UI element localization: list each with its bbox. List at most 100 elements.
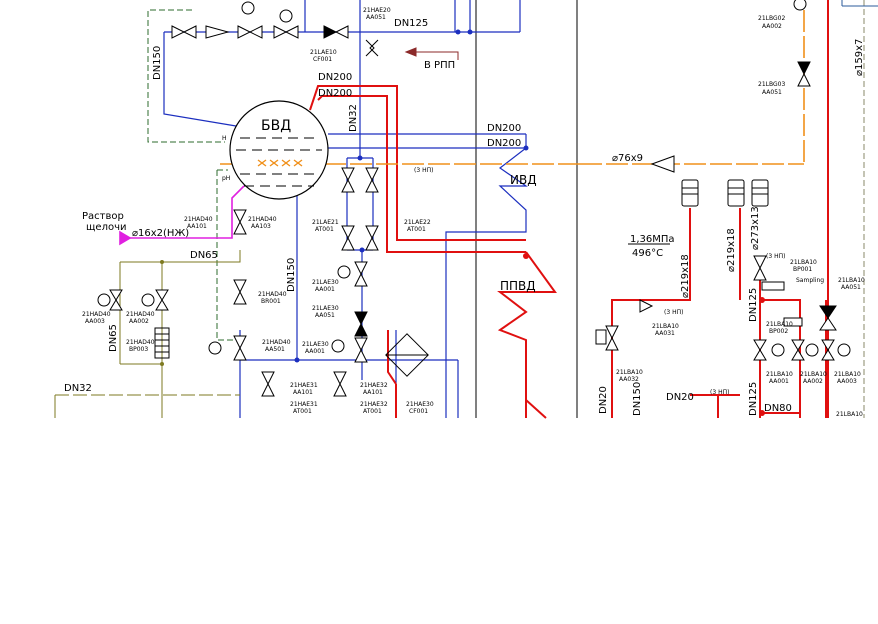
valve-h4 [109, 289, 123, 311]
tag: AA051 [762, 89, 782, 96]
valve-lbg03 [797, 61, 811, 87]
tag: AA003 [837, 378, 857, 385]
tag: 21LAE21 [312, 219, 339, 226]
label-dn150-left: DN150 [152, 46, 163, 80]
tag: AA002 [762, 23, 782, 30]
label-dn32-bottom: DN32 [64, 383, 92, 394]
tag: 21HAD40 [82, 311, 111, 318]
tag: AA031 [655, 330, 675, 337]
valve-h5 [155, 289, 169, 311]
tag: AA032 [619, 376, 639, 383]
pipe-labels: DN150 DN125 DN200 DN200 DN32 DN200 DN200… [64, 18, 865, 416]
junction-dots [160, 29, 765, 416]
tag: 21HAE20 [363, 7, 391, 14]
tag: BR001 [261, 298, 281, 305]
label-ppvd: ППВД [500, 279, 536, 293]
tag: 21HAE31 [290, 401, 318, 408]
valve-r7 [753, 255, 767, 281]
tag: 21LBA10 [836, 411, 863, 418]
valves [109, 25, 837, 397]
tag: AA051 [315, 312, 335, 319]
tag: 21HAD40 [262, 339, 291, 346]
tag: AA501 [265, 346, 285, 353]
tag: AA051 [841, 284, 861, 291]
valve-top-3 [237, 25, 263, 39]
valve-r1 [605, 325, 619, 351]
label-dn65-vertical: DN65 [108, 324, 119, 352]
label-alkali-1: Раствор [82, 211, 124, 222]
tag: AA103 [251, 223, 271, 230]
blue-pipes [163, 0, 528, 418]
tag: 21HAD40 [126, 339, 155, 346]
vessel-label: БВД [261, 118, 291, 134]
valve-b1 [261, 371, 275, 397]
tag: 21LBA10 [766, 371, 793, 378]
valve-v4 [365, 225, 379, 251]
tag: 21LBG03 [758, 81, 785, 88]
label-pipe-219x18-b: ⌀219x18 [726, 228, 737, 272]
label-dn32-vertical: DN32 [348, 104, 359, 132]
label-scheme-ref-b: (3 НП) [664, 309, 683, 316]
valve-r5 [821, 339, 835, 361]
tag: AA001 [305, 348, 325, 355]
tag: 21LBA10 [652, 323, 679, 330]
tag: AA003 [85, 318, 105, 325]
tag: 21LBG02 [758, 15, 785, 22]
label-dn20-a: DN20 [598, 386, 609, 414]
vessel-bvd: БВД H pH [222, 100, 329, 200]
vessel-tag-h: H [222, 135, 227, 142]
valve-h1 [233, 209, 247, 235]
tag: BP001 [793, 266, 812, 273]
tag: CF001 [409, 408, 428, 415]
orifices [154, 39, 429, 377]
tag: 21LBA10 [838, 277, 865, 284]
tag: 21LBA10 [766, 321, 793, 328]
label-dn200-a: DN200 [318, 72, 352, 83]
label-dn20-b: DN20 [666, 392, 694, 403]
green-dashed-loop [147, 9, 240, 341]
tag: 21LAE10 [310, 49, 337, 56]
label-dn125-right-a: DN125 [748, 288, 759, 322]
tag: 21LBA10 [800, 371, 827, 378]
tag: 21HAE30 [406, 401, 434, 408]
tag: 21HAD40 [248, 216, 277, 223]
tag: AA101 [187, 223, 207, 230]
valve-r3 [753, 339, 767, 361]
tag: 21LBA10 [790, 259, 817, 266]
label-pressure: 1,36МПа [630, 234, 675, 245]
label-pipe-159x7: ⌀159x7 [854, 39, 865, 76]
label-temperature: 496°С [632, 248, 663, 259]
valve-h3 [233, 335, 247, 361]
cartridges [681, 179, 803, 327]
tag: 21LAE30 [312, 305, 339, 312]
label-dosing: ⌀16x2(НЖ) [132, 228, 189, 239]
tag: AT001 [407, 226, 426, 233]
arrow-to-rpp [404, 47, 459, 60]
tag: AA101 [363, 389, 383, 396]
valve-v5 [354, 261, 368, 287]
label-dn150-vertical: DN150 [286, 258, 297, 292]
tag: 21LAE30 [302, 341, 329, 348]
text-labels: В РПП ИВД ППВД Раствор щелочи ⌀16x2(НЖ) … [82, 60, 824, 396]
vessel-tag-ph: pH [222, 175, 230, 182]
valve-v1 [341, 167, 355, 193]
red-pipes [309, 0, 829, 419]
valve-top-5 [323, 25, 349, 39]
pressure-box: 1,36МПа 496°С [628, 234, 675, 259]
valve-top-4 [273, 25, 299, 39]
label-sampling: Sampling [796, 277, 824, 284]
label-alkali-2: щелочи [86, 222, 127, 233]
tag: AA051 [366, 14, 386, 21]
tag: AT001 [363, 408, 382, 415]
label-scheme-ref-c: (3 НП) [766, 253, 785, 260]
valve-b2 [333, 371, 347, 397]
label-pipe-273x13: ⌀273x13 [750, 206, 761, 250]
valve-r2 [639, 299, 654, 313]
vessel-internals [257, 159, 303, 167]
tag: AT001 [293, 408, 312, 415]
valve-top-2 [205, 25, 230, 39]
valve-v6 [354, 311, 368, 337]
alkali-line [119, 185, 245, 246]
valve-v7 [354, 337, 368, 363]
